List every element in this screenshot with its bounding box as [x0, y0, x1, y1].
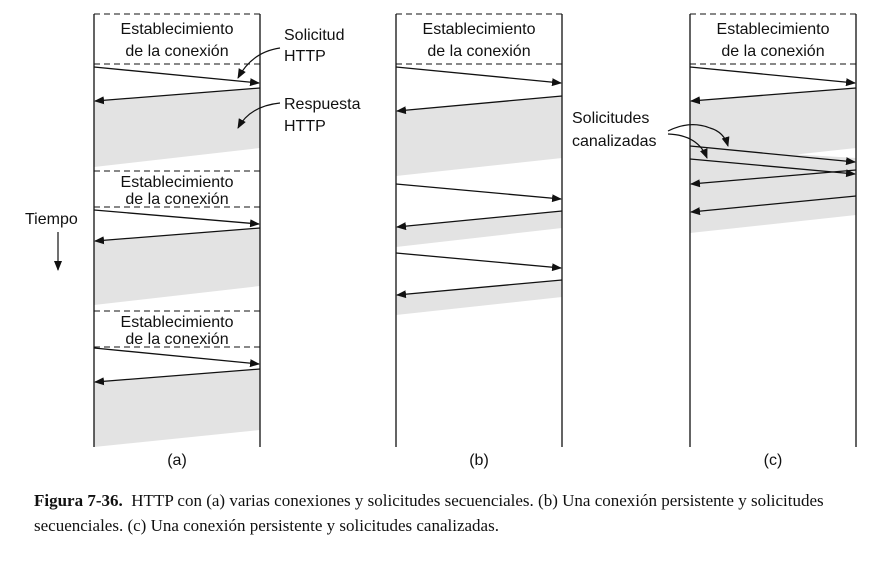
response-arrow: [94, 368, 261, 386]
response-shade: [94, 228, 260, 305]
panel-b: Establecimiento de la conexión (b): [395, 13, 563, 469]
request-callout: Solicitud: [284, 27, 344, 44]
setup-label: Establecimiento: [121, 314, 234, 331]
pipelined-callout-arrow: [667, 124, 730, 147]
response-arrow: [690, 169, 857, 188]
request-arrow: [395, 66, 562, 87]
pipelined-request-arrow: [689, 145, 856, 166]
response-callout: HTTP: [284, 118, 326, 135]
time-label: Tiempo: [25, 211, 78, 228]
response-shade: [396, 211, 562, 247]
setup-label: de la conexión: [427, 43, 530, 60]
setup-label: de la conexión: [125, 191, 228, 208]
response-shade: [396, 280, 562, 315]
pipelined-callout: Solicitudes: [572, 110, 649, 127]
response-shade: [690, 196, 856, 233]
setup-label: Establecimiento: [717, 21, 830, 38]
setup-label: de la conexión: [721, 43, 824, 60]
setup-label: Establecimiento: [423, 21, 536, 38]
response-arrow: [396, 95, 563, 115]
response-shade: [94, 88, 260, 167]
panel-label-b: (b): [469, 452, 489, 469]
request-arrow: [395, 252, 562, 272]
pipelined-request-arrow: [689, 158, 856, 178]
setup-label: Establecimiento: [121, 174, 234, 191]
request-arrow: [689, 66, 856, 87]
response-shade: [94, 369, 260, 447]
request-callout-arrow: [237, 47, 281, 79]
setup-label: Establecimiento: [121, 21, 234, 38]
request-callout: HTTP: [284, 48, 326, 65]
response-arrow: [396, 210, 563, 231]
pipelined-callout-arrow: [667, 133, 708, 159]
response-arrow: [690, 195, 857, 216]
request-arrow: [93, 347, 260, 368]
setup-label: de la conexión: [125, 331, 228, 348]
response-callout: Respuesta: [284, 96, 361, 113]
response-arrow: [94, 227, 261, 245]
panel-c: Establecimiento de la conexión Solicitud…: [572, 13, 857, 469]
request-arrow: [93, 66, 260, 87]
pipelined-callout: canalizadas: [572, 133, 657, 150]
panel-label-a: (a): [167, 452, 187, 469]
setup-label: de la conexión: [125, 43, 228, 60]
panel-a: Establecimiento de la conexión Estableci…: [25, 13, 361, 469]
response-arrow: [396, 279, 563, 299]
response-callout-arrow: [237, 102, 281, 129]
request-arrow: [395, 183, 562, 203]
caption-figure-number: Figura 7-36.: [34, 491, 123, 510]
response-arrow: [690, 87, 857, 105]
caption-text: HTTP con (a) varias conexiones y solicit…: [34, 491, 824, 535]
response-shade: [690, 88, 856, 166]
request-arrow: [93, 209, 260, 228]
response-arrow: [94, 87, 261, 105]
response-shade: [396, 96, 562, 176]
panel-label-c: (c): [764, 452, 783, 469]
figure-caption: Figura 7-36. HTTP con (a) varias conexio…: [34, 488, 874, 538]
